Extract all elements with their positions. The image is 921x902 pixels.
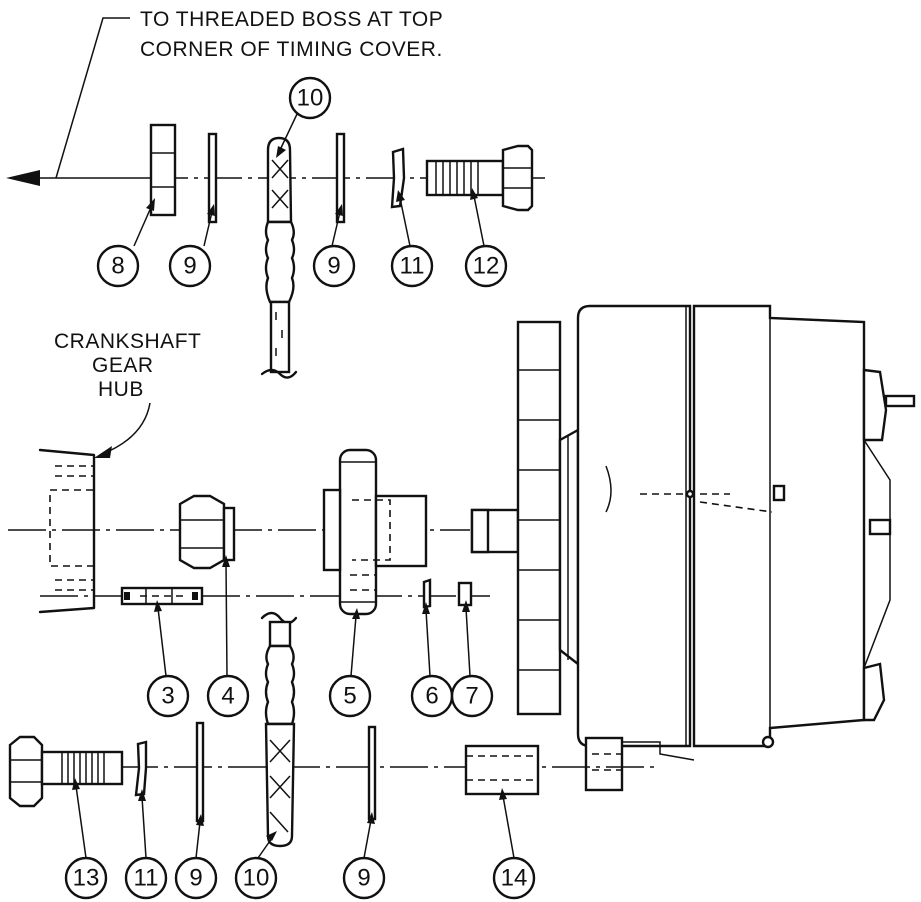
crankshaft-leader-arrow — [94, 446, 112, 458]
callout-14: 14 — [492, 856, 536, 900]
callout-6: 6 — [410, 674, 454, 718]
top-arrow-head — [6, 170, 40, 186]
svg-text:3: 3 — [161, 683, 174, 710]
callout-8: 8 — [96, 244, 140, 288]
callout-7: 7 — [450, 674, 494, 718]
bolt-12 — [425, 144, 534, 212]
cable-10-bottom — [260, 611, 298, 848]
svg-text:4: 4 — [221, 683, 234, 710]
svg-text:8: 8 — [111, 253, 124, 280]
cable-10-top — [260, 136, 298, 379]
callout-10-top: 10 — [288, 76, 332, 120]
crankshaft-note-line2: GEAR — [92, 354, 154, 377]
callout-10-bottom: 10 — [234, 856, 278, 900]
callout-leaders — [72, 111, 515, 859]
lock-washer-11-bottom — [134, 740, 148, 797]
svg-text:14: 14 — [501, 865, 528, 892]
svg-text:9: 9 — [183, 253, 196, 280]
svg-text:12: 12 — [473, 253, 500, 280]
callout-9-bottom-right: 9 — [342, 856, 386, 900]
nut-7 — [457, 581, 473, 607]
spacer-5 — [322, 448, 428, 616]
svg-text:5: 5 — [343, 683, 356, 710]
washer-9-bottom-left — [195, 721, 205, 823]
washer-9-bottom-right — [367, 725, 377, 821]
crankshaft-leader — [99, 402, 151, 456]
threaded-boss-note-line1: TO THREADED BOSS AT TOP — [140, 8, 443, 31]
callout-11-top: 11 — [390, 244, 434, 288]
callout-13: 13 — [64, 856, 108, 900]
washer-6 — [422, 578, 432, 609]
svg-text:10: 10 — [243, 865, 270, 892]
svg-text:9: 9 — [327, 253, 340, 280]
svg-text:9: 9 — [357, 865, 370, 892]
threaded-boss-note: TO THREADED BOSS AT TOP CORNER OF TIMING… — [140, 8, 443, 61]
alternator-body — [470, 304, 916, 792]
svg-text:7: 7 — [465, 683, 478, 710]
nut-4 — [178, 494, 236, 570]
svg-text:6: 6 — [425, 683, 438, 710]
crankshaft-note-line3: HUB — [98, 378, 144, 401]
crankshaft-note-line1: CRANKSHAFT — [54, 330, 201, 353]
callout-9-bottom-left: 9 — [174, 856, 218, 900]
callout-11-bottom: 11 — [124, 856, 168, 900]
dowel-pin-3 — [120, 586, 204, 606]
callout-9-top-left: 9 — [168, 244, 212, 288]
callout-5: 5 — [328, 674, 372, 718]
washer-9-top-right — [335, 132, 346, 224]
threaded-boss-note-line2: CORNER OF TIMING COVER. — [140, 38, 443, 61]
svg-text:9: 9 — [189, 865, 202, 892]
svg-text:11: 11 — [400, 253, 425, 280]
threaded-boss-leader — [55, 17, 130, 179]
svg-text:13: 13 — [73, 865, 100, 892]
lock-washer-11-top — [390, 147, 406, 209]
crankshaft-gear-hub — [38, 448, 96, 614]
callout-12: 12 — [464, 244, 508, 288]
crankshaft-note: CRANKSHAFT GEAR HUB — [54, 330, 201, 401]
washer-9-top-left — [207, 132, 218, 224]
spacer-14 — [464, 744, 540, 796]
top-bolt-assembly — [6, 123, 545, 379]
callout-4: 4 — [206, 674, 250, 718]
bolt-13 — [8, 735, 124, 808]
callout-9-top-right: 9 — [312, 244, 356, 288]
svg-text:10: 10 — [297, 85, 324, 112]
callout-3: 3 — [146, 674, 190, 718]
svg-text:11: 11 — [134, 865, 159, 892]
nut-8 — [149, 123, 177, 217]
